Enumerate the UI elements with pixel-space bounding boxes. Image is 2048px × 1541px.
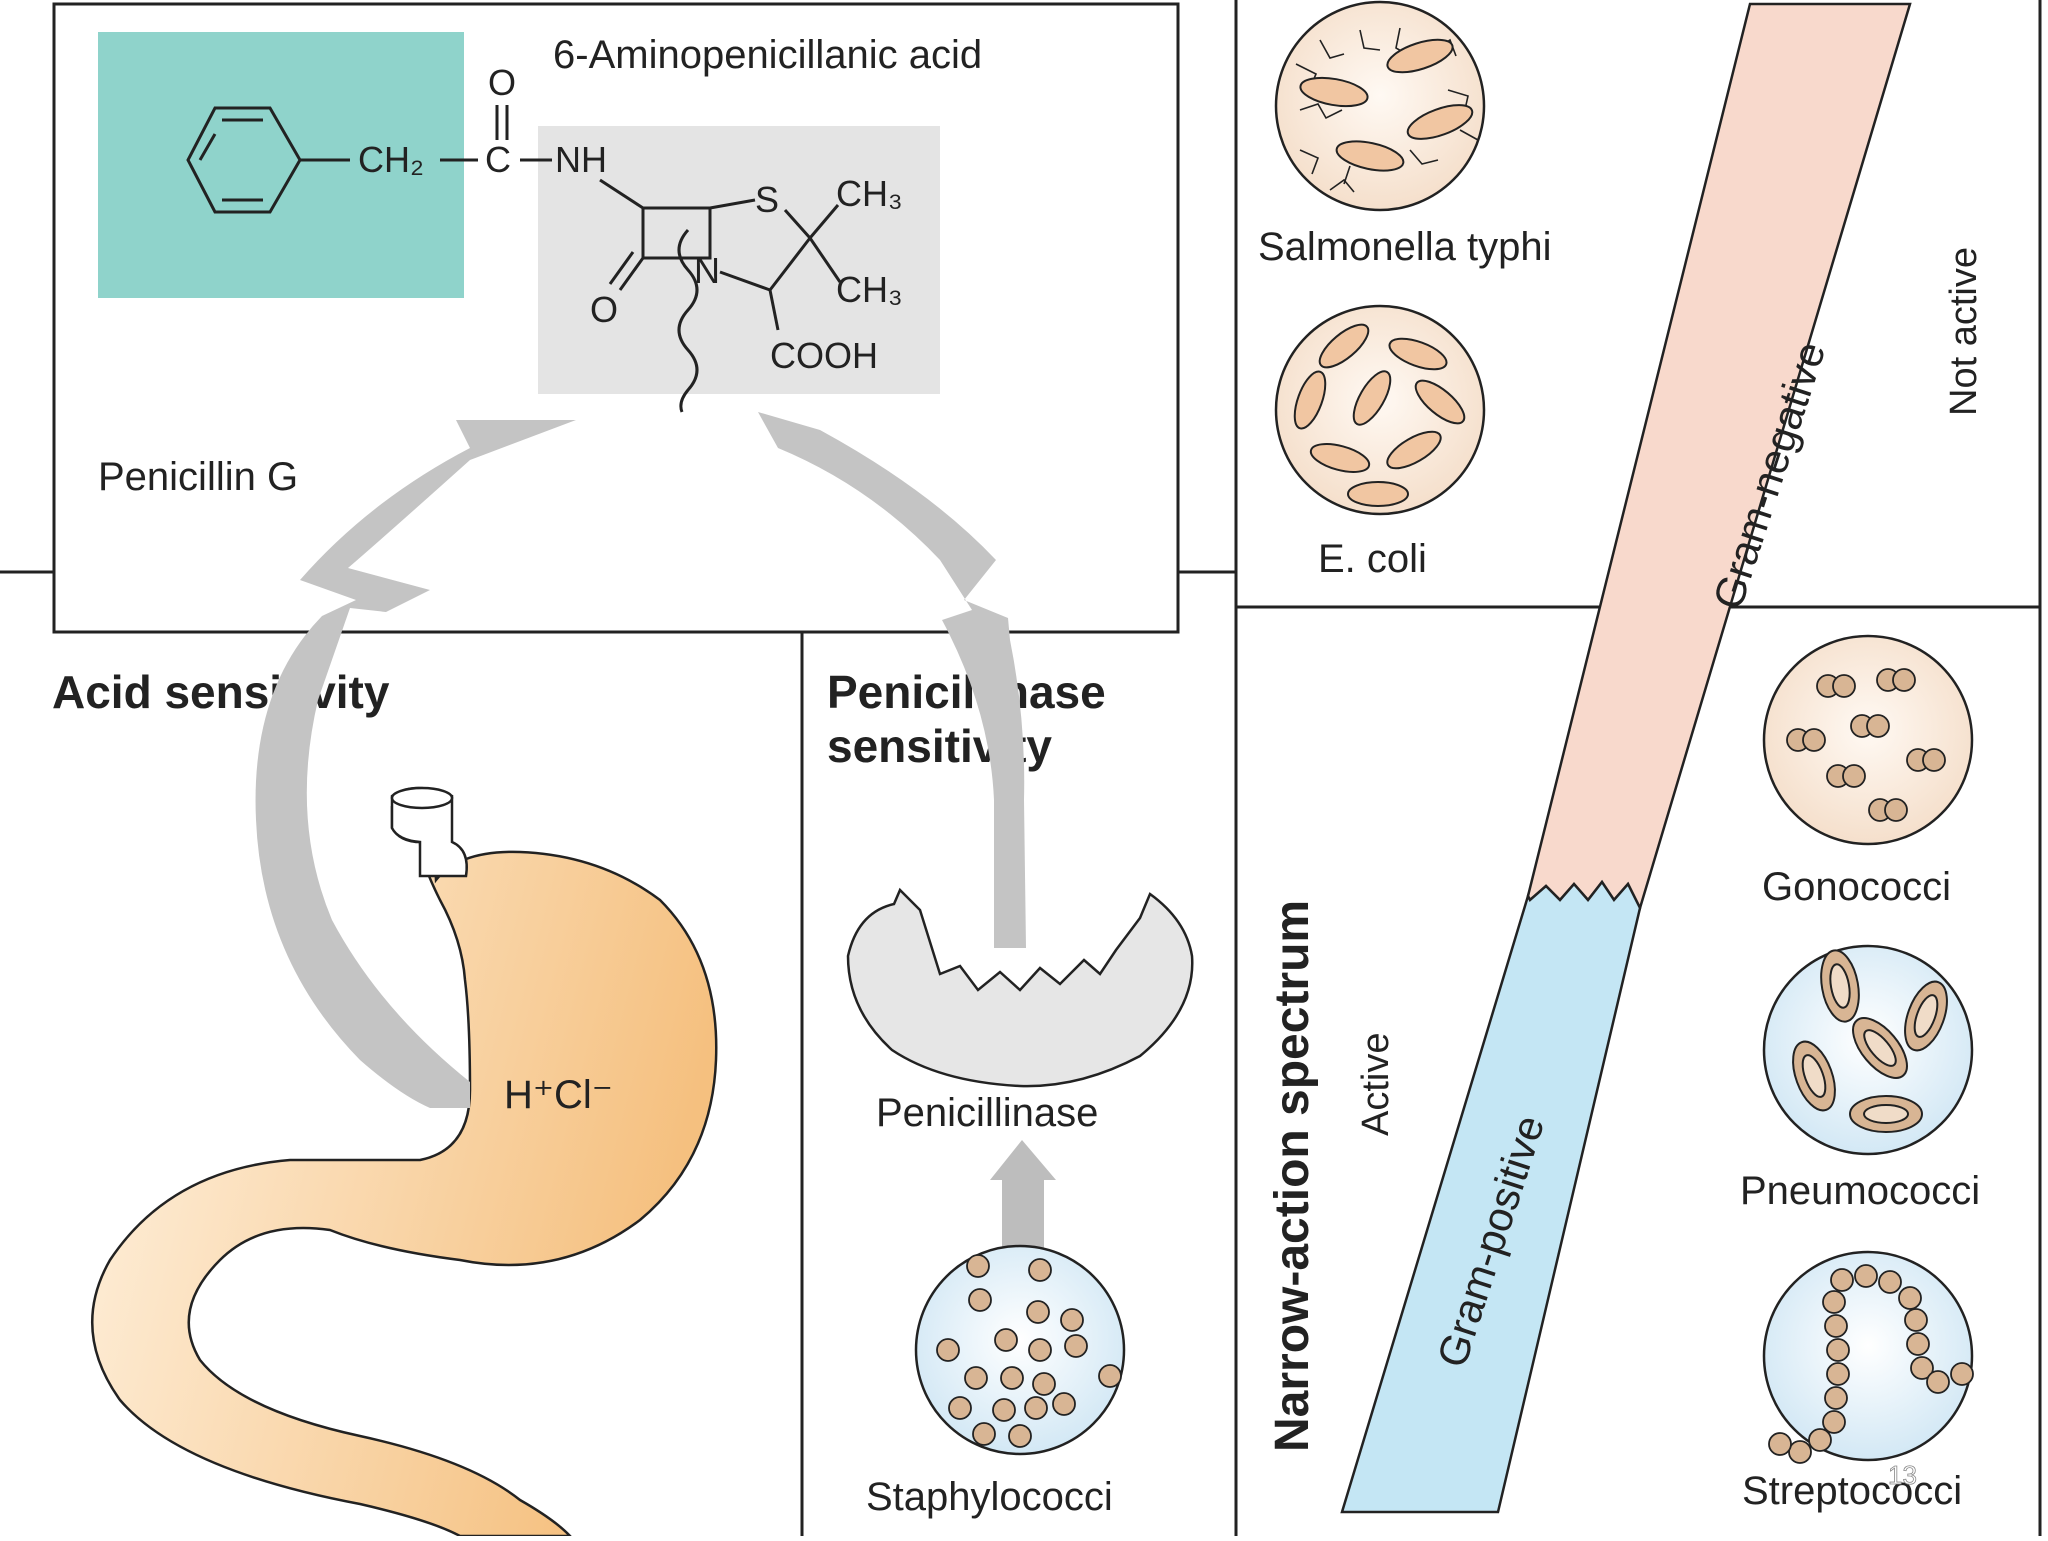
gonococcus [1842,764,1866,788]
atom-ch3-b: CH₃ [836,269,903,310]
gonococci-cell [1762,634,1974,846]
coccus [1910,1356,1934,1380]
coccus [1026,1300,1050,1324]
narrow-action-spectrum-heading: Narrow-action spectrum [1266,900,1319,1452]
molecule-structure [186,105,842,413]
page-number: 13 [1888,1460,1917,1490]
atom-ch3-a: CH₃ [836,173,903,214]
e-coli-cell [1274,304,1486,516]
penicillinase-label: Penicillinase [876,1091,1098,1135]
atom-s: S [755,179,779,220]
staphylococci-cocci [936,1254,1122,1448]
coccus [966,1254,990,1278]
active-label: Active [1355,1033,1397,1136]
coccus [968,1288,992,1312]
penicillinase-heading-line1: Penicillinase [827,666,1106,718]
gonococci-diplococci [1786,668,1946,822]
coccus [948,1396,972,1420]
coccus [1788,1440,1812,1464]
penicillinase-enzyme [846,887,1194,1088]
coccus [992,1398,1016,1422]
salmonella-typhi-cell [1274,0,1486,212]
aminopenicillanic-core-highlight [538,126,940,394]
coccus [1824,1386,1848,1410]
gonococcus [1802,728,1826,752]
coccus [1898,1286,1922,1310]
atom-ch2: CH₂ [358,139,424,180]
coccus [1822,1290,1846,1314]
coccus [1768,1432,1792,1456]
esophagus-opening [390,786,454,810]
gonococcus [1884,798,1908,822]
aminopenicillanic-acid-label: 6-Aminopenicillanic acid [553,33,982,77]
atom-o-left: O [590,289,618,330]
staphylococci-cell [914,1244,1126,1456]
gonococcus [1866,714,1890,738]
hcl-label: H⁺Cl⁻ [504,1073,613,1117]
coccus [1854,1264,1878,1288]
acid-attack-arrow [255,420,576,1108]
penicillin-g-label: Penicillin G [98,455,298,499]
coccus [1824,1314,1848,1338]
coccus [1822,1410,1846,1434]
atom-labels: O CH₂ C NH S CH₃ CH₃ O N COOH [358,62,903,376]
penicillinase-attack-arrow [758,412,1026,948]
coccus [994,1328,1018,1352]
streptococci-chain [1768,1264,1974,1464]
not-active-label: Not active [1943,247,1985,416]
coccus [1000,1366,1024,1390]
gonococcus [1832,674,1856,698]
gonococci-label: Gonococci [1762,865,1951,909]
gonococcus [1892,668,1916,692]
coccus [1064,1334,1088,1358]
coccus [1904,1308,1928,1332]
atom-o-top: O [488,62,516,103]
coccus [1098,1364,1122,1388]
coccus [936,1338,960,1362]
production-arrow [990,1140,1056,1252]
coccus [1826,1362,1850,1386]
coccus [1950,1362,1974,1386]
acid-sensitivity-heading: Acid sensitivity [52,666,390,718]
coccus [1032,1372,1056,1396]
coccus [1830,1268,1854,1292]
atom-c: C [485,139,511,180]
pneumococci-label: Pneumococci [1740,1169,1980,1213]
streptococci-label: Streptococci [1742,1469,1962,1513]
stomach [90,806,718,1538]
staphylococci-label: Staphylococci [866,1475,1113,1519]
e-coli-label: E. coli [1318,537,1427,581]
pneumococci-cell [1762,944,1974,1156]
atom-nh: NH [555,139,607,180]
coccus [1826,1338,1850,1362]
coccus [964,1366,988,1390]
gram-positive-band [1340,879,1642,1514]
coccus [1878,1270,1902,1294]
coccus [1028,1258,1052,1282]
coccus [1906,1332,1930,1356]
coccus [1808,1428,1832,1452]
coccus [1028,1338,1052,1362]
coccus [1060,1308,1084,1332]
coccus [1926,1370,1950,1394]
coccus [972,1422,996,1446]
streptococci-cell [1762,1250,1974,1464]
coccus [1008,1424,1032,1448]
coccus [1052,1392,1076,1416]
side-chain-highlight [98,32,464,298]
atom-n: N [694,250,720,291]
atom-cooh: COOH [770,335,878,376]
gonococcus [1922,748,1946,772]
coccus [1024,1396,1048,1420]
salmonella-typhi-label: Salmonella typhi [1258,225,1552,269]
